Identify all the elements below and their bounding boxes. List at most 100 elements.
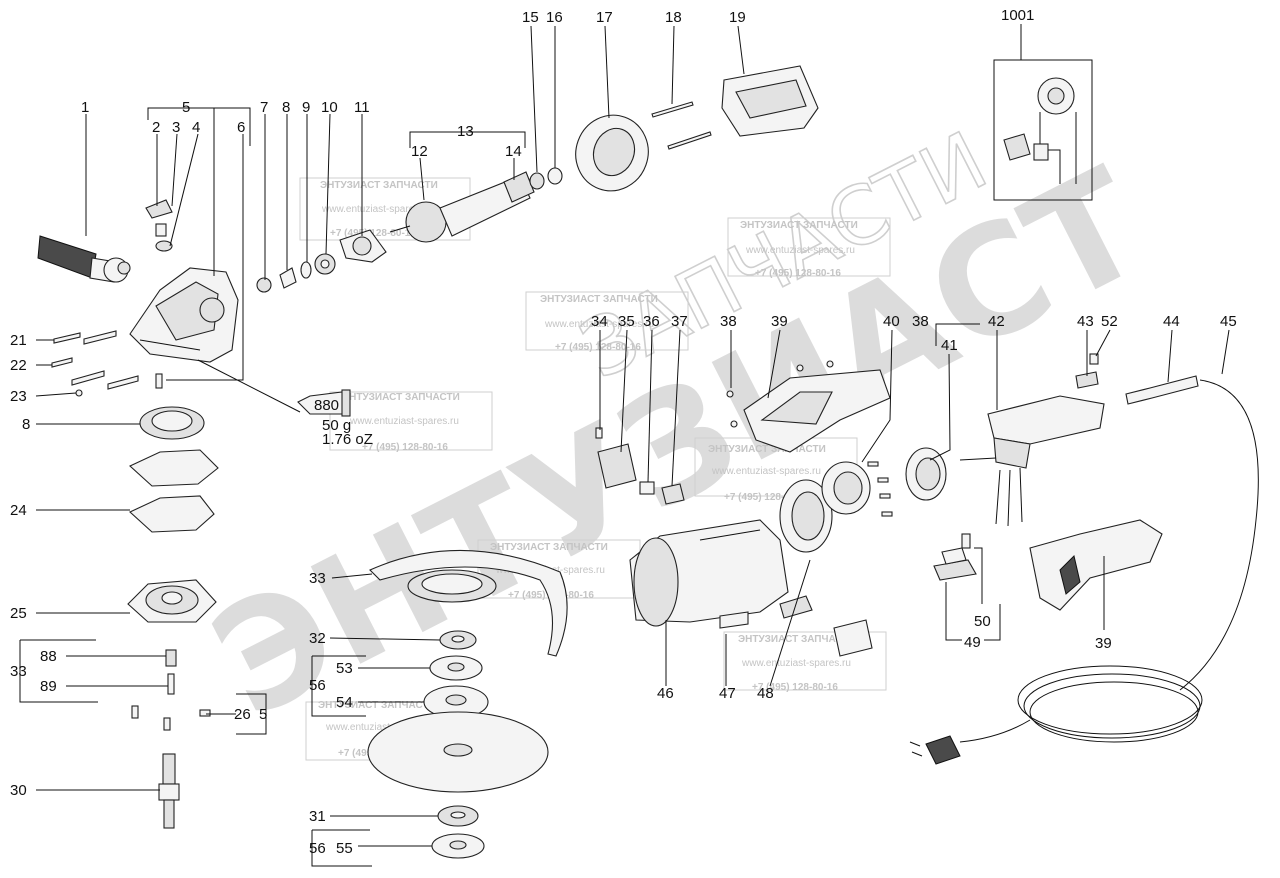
part-label-38-b: 38 [912, 313, 929, 330]
part-label-14: 14 [505, 143, 522, 160]
screw [1089, 353, 1099, 365]
part-label-33-set: 33 [10, 663, 27, 680]
part-label-53: 53 [336, 660, 353, 677]
nut [256, 277, 272, 293]
sleeve [165, 649, 177, 667]
part-label-47: 47 [719, 685, 736, 702]
part-label-42: 42 [988, 313, 1005, 330]
wheel-guard [369, 549, 568, 657]
screw [163, 717, 171, 731]
gear-housing [129, 267, 239, 363]
armature [389, 171, 535, 243]
part-label-55: 55 [336, 840, 353, 857]
screw [877, 477, 889, 483]
part-label-44: 44 [1163, 313, 1180, 330]
part-label-39: 39 [771, 313, 788, 330]
stamp-url: www.entuziast-spares.ru [349, 416, 459, 427]
part-label-39-b: 39 [1095, 635, 1112, 652]
stamp-url: www.entuziast-spares.ru [711, 466, 821, 477]
wiring-diagram-box [993, 59, 1093, 201]
stamp-title: ЭНТУЗИАСТ ЗАПЧАСТИ [708, 444, 826, 455]
part-label-31: 31 [309, 808, 326, 825]
stamp-url: www.entuziast-spares.ru [321, 204, 431, 215]
part-label-18: 18 [665, 9, 682, 26]
part-label-37: 37 [671, 313, 688, 330]
grease-weight-oz: 1.76 oZ [322, 431, 373, 448]
housing-screws [51, 330, 163, 397]
stamp-phone: +7 (495) 128-80-16 [755, 268, 841, 279]
part-label-25: 25 [10, 605, 27, 622]
watermark-stamp: ЭНТУЗИАСТ ЗАПЧАСТИ www.entuziast-spares.… [727, 217, 891, 279]
fan-ring [821, 461, 871, 515]
grease-tube: 880 50 g 1.76 oZ [297, 389, 373, 448]
part-label-9: 9 [302, 99, 310, 116]
part-label-50: 50 [974, 613, 991, 630]
screw [826, 360, 834, 368]
handle-shell-lower [1029, 519, 1163, 611]
stator [721, 65, 819, 137]
part-label-43: 43 [1077, 313, 1094, 330]
stamp-phone: +7 (495) 128-80-16 [752, 682, 838, 693]
bearing-flange-lower [127, 579, 217, 623]
brush-holder-ring [779, 479, 833, 553]
grease-weight-g: 50 g [322, 417, 351, 434]
brush-holder [661, 483, 685, 505]
screw [726, 390, 734, 398]
part-label-4: 4 [192, 119, 200, 136]
part-label-36: 36 [643, 313, 660, 330]
stamp-title: ЭНТУЗИАСТ ЗАПЧАСТИ [540, 294, 658, 305]
power-cord [909, 375, 1259, 765]
stamp-title: ЭНТУЗИАСТ ЗАПЧАСТИ [320, 180, 438, 191]
washer [300, 261, 312, 279]
part-label-40: 40 [883, 313, 900, 330]
pinion [279, 267, 297, 289]
stamp-url: www.entuziast-spares.ru [741, 658, 851, 669]
part-label-56-set: 56 [309, 840, 326, 857]
stamp-phone: +7 (495) 128-80-16 [362, 442, 448, 453]
part-label-7: 7 [260, 99, 268, 116]
part-label-11: 11 [354, 99, 370, 116]
watermark-stamp: ЭНТУЗИАСТ ЗАПЧАСТИ www.entuziast-spares.… [525, 291, 689, 353]
part-label-12: 12 [411, 143, 428, 160]
screw [595, 427, 603, 439]
part-label-54: 54 [336, 694, 353, 711]
screw [199, 709, 211, 717]
locking-button [155, 240, 173, 252]
part-label-41: 41 [941, 337, 958, 354]
spring [155, 223, 167, 237]
part-label-38: 38 [720, 313, 737, 330]
screw [879, 493, 891, 499]
part-label-1: 1 [81, 99, 89, 116]
insulation-sheet [719, 611, 749, 629]
stamp-title: ЭНТУЗИАСТ ЗАПЧАСТИ [740, 220, 858, 231]
part-label-1001: 1001 [1001, 7, 1034, 24]
air-guide-ring [575, 114, 649, 192]
part-label-89: 89 [40, 678, 57, 695]
part-label-3: 3 [172, 119, 180, 136]
brush-cover [597, 443, 637, 489]
stamp-title: ЭНТУЗИАСТ ЗАПЧАСТИ [318, 700, 436, 711]
part-label-17: 17 [596, 9, 613, 26]
part-label-22: 22 [10, 357, 27, 374]
stamp-title: ЭНТУЗИАСТ ЗАПЧАСТИ [490, 542, 608, 553]
bearing-ring [547, 167, 563, 185]
pin [167, 673, 175, 695]
part-label-35: 35 [618, 313, 635, 330]
spring [961, 533, 971, 549]
switch-slider [933, 559, 977, 581]
screw [881, 511, 893, 517]
screw [867, 461, 879, 467]
part-label-45: 45 [1220, 313, 1237, 330]
part-label-26: 26 [234, 706, 251, 723]
part-label-30: 30 [10, 782, 27, 799]
part-label-46: 46 [657, 685, 674, 702]
stamp-phone: +7 (495) 128-80-16 [724, 492, 810, 503]
screw [796, 364, 804, 372]
part-labels: 1 5 2 3 4 6 7 8 9 10 11 12 13 14 15 16 1… [10, 7, 1237, 857]
part-label-52: 52 [1101, 313, 1118, 330]
stamp-title: ЭНТУЗИАСТ ЗАПЧАСТИ [738, 634, 856, 645]
part-label-6: 6 [237, 119, 245, 136]
part-label-33: 33 [309, 570, 326, 587]
watermark-stamp: ЭНТУЗИАСТ ЗАПЧАСТИ www.entuziast-spares.… [723, 631, 887, 693]
